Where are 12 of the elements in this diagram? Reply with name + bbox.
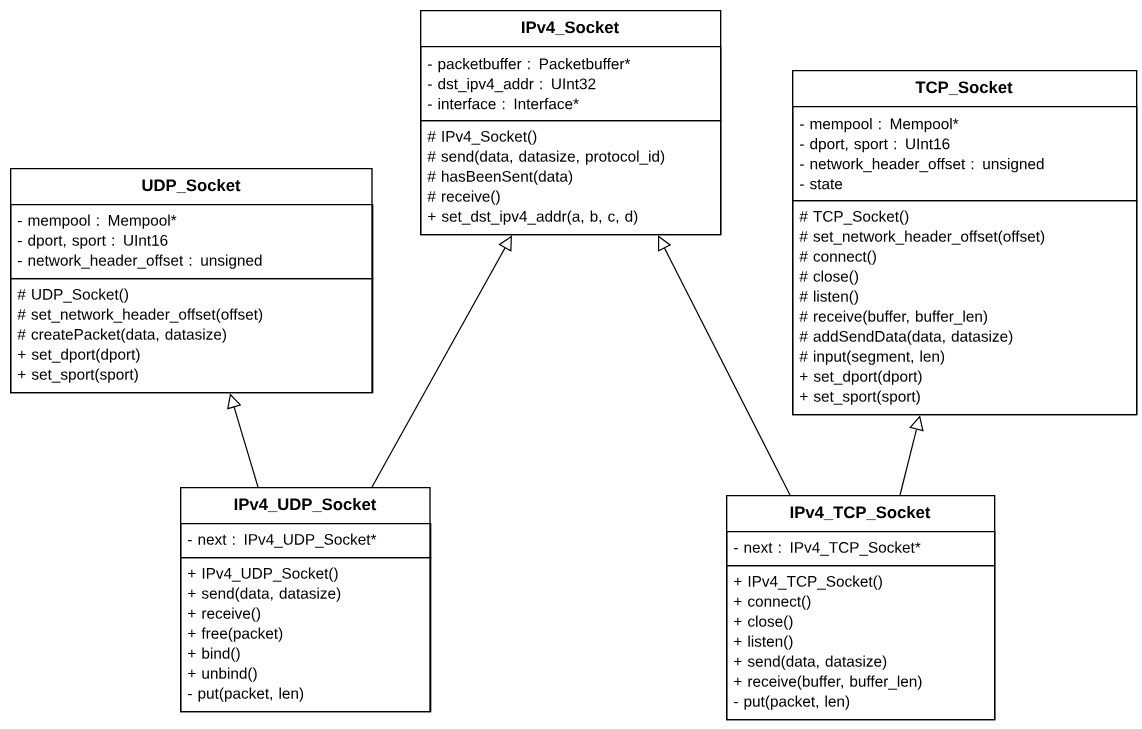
method-list: # UDP_Socket() # set_network_header_offset(offset) # createPacket(data, datasize) + set_dport(dport) + set_sport(sport)	[10, 278, 374, 394]
attribute-list: - packetbuffer : Packetbuffer* - dst_ipv4_addr : UInt32 - interface : Interface*	[420, 46, 722, 122]
method-list: + IPv4_TCP_Socket() + connect() + close() + listen() + send(data, datasize) + receive(buffer, buffer_len) - put(packet, len)	[726, 565, 996, 721]
attribute-list: - mempool : Mempool* - dport, sport : UInt16 - network_header_offset : unsigned	[10, 204, 374, 280]
inheritance-arrow	[657, 235, 791, 496]
attribute-list: - mempool : Mempool* - dport, sport : UInt16 - network_header_offset : unsigned - state	[792, 106, 1138, 202]
method-list: # IPv4_Socket() # send(data, datasize, protocol_id) # hasBeenSent(data) # receive() + set_dst_ipv4_addr(a, b, c, d)	[420, 120, 722, 236]
method-list: + IPv4_UDP_Socket() + send(data, datasize) + receive() + free(packet) + bind() + unbind() - put(packet, len)	[180, 557, 432, 713]
attribute-list: - next : IPv4_UDP_Socket*	[180, 523, 432, 559]
method-list: # TCP_Socket() # set_network_header_offset(offset) # connect() # close() # listen() # receive(buffer, buffer_len) # addSendData(data, datasize) # input(segment, len) + set_dport(dport) + set_sport(sport)	[792, 200, 1138, 416]
attribute-list: - next : IPv4_TCP_Socket*	[726, 531, 996, 567]
inheritance-arrow	[371, 235, 512, 488]
